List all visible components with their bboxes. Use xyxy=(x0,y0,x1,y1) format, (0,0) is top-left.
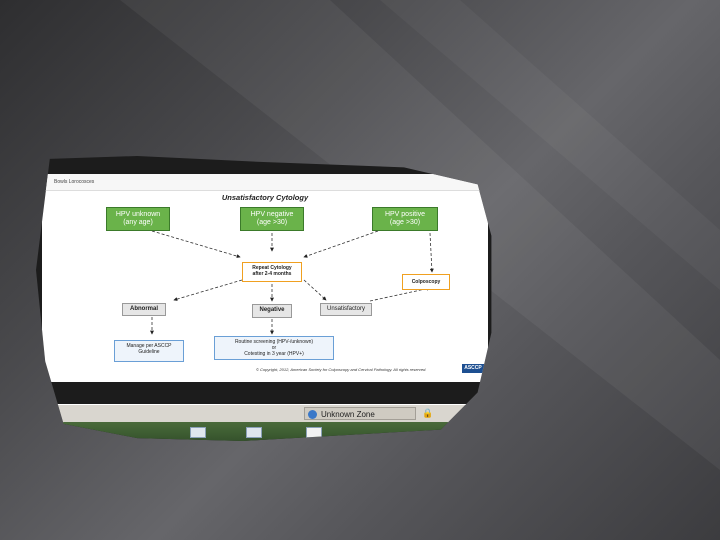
node-repeat-cytology-line1: Repeat Cytology xyxy=(252,265,292,271)
node-routine-screening: Routine screening (HPV-/unknown) or Cote… xyxy=(214,336,334,360)
document-header: Bowls Lorocosces xyxy=(42,174,488,191)
node-manage-line1: Manage per ASCCP xyxy=(126,343,172,349)
node-hpv-unknown-line1: HPV unknown xyxy=(115,211,161,218)
taskbar-app-icon[interactable] xyxy=(190,427,206,438)
security-zone-indicator[interactable]: Unknown Zone xyxy=(304,407,416,420)
arrow-positive-to-repeat xyxy=(303,230,379,258)
node-repeat-cytology: Repeat Cytology after 2-4 months xyxy=(242,262,302,282)
arrow-repeat-to-unsatisfactory xyxy=(303,279,327,301)
node-hpv-unknown: HPV unknown (any age) xyxy=(106,207,170,231)
node-hpv-positive: HPV positive (age >30) xyxy=(372,207,438,231)
document-header-text: Bowls Lorocosces xyxy=(54,179,95,185)
copyright-notice: © Copyright, 2012, American Society for … xyxy=(256,367,427,372)
node-manage-guideline: Manage per ASCCP Guideline xyxy=(114,340,184,362)
arrow-unsatisfactory-to-colposcopy xyxy=(369,286,431,302)
arrow-positive-to-colposcopy xyxy=(429,232,434,273)
taskbar-app-icon[interactable] xyxy=(246,427,262,438)
arrow-unknown-to-repeat xyxy=(151,230,241,258)
embedded-screenshot: Bowls Lorocosces Unsatisfactory Cytology xyxy=(36,156,492,441)
node-routine-line2: or xyxy=(271,345,277,351)
node-unsatisfactory: Unsatisfactory xyxy=(320,303,372,316)
flowchart-document: Bowls Lorocosces Unsatisfactory Cytology xyxy=(42,174,488,382)
taskbar xyxy=(36,422,492,441)
zone-label: Unknown Zone xyxy=(321,410,375,419)
node-hpv-positive-line2: (age >30) xyxy=(389,219,421,226)
node-manage-line2: Guideline xyxy=(138,349,160,355)
screenshot-frame: Bowls Lorocosces Unsatisfactory Cytology xyxy=(36,156,492,441)
flowchart-title: Unsatisfactory Cytology xyxy=(221,193,309,202)
node-hpv-positive-line1: HPV positive xyxy=(384,211,426,218)
browser-status-bar: Unknown Zone 🔒 xyxy=(36,404,492,423)
node-routine-line1: Routine screening (HPV-/unknown) xyxy=(234,339,314,345)
node-hpv-unknown-line2: (any age) xyxy=(123,219,153,226)
node-hpv-negative-line1: HPV negative xyxy=(250,211,294,218)
node-negative: Negative xyxy=(252,304,292,318)
flowchart-arrows xyxy=(150,230,434,335)
node-hpv-negative-line2: (age >30) xyxy=(256,219,288,226)
globe-icon xyxy=(308,410,317,420)
node-hpv-negative: HPV negative (age >30) xyxy=(240,207,304,231)
node-repeat-cytology-line2: after 2-4 months xyxy=(252,271,292,277)
asccp-logo: ASCCP xyxy=(462,364,484,373)
node-routine-line3: Cotesting in 3 year (HPV+) xyxy=(244,351,304,357)
node-colposcopy: Colposcopy xyxy=(402,274,450,290)
taskbar-app-icon[interactable] xyxy=(306,427,322,438)
arrow-repeat-to-abnormal xyxy=(173,279,243,301)
node-abnormal: Abnormal xyxy=(122,303,166,316)
lock-icon: 🔒 xyxy=(422,408,434,418)
